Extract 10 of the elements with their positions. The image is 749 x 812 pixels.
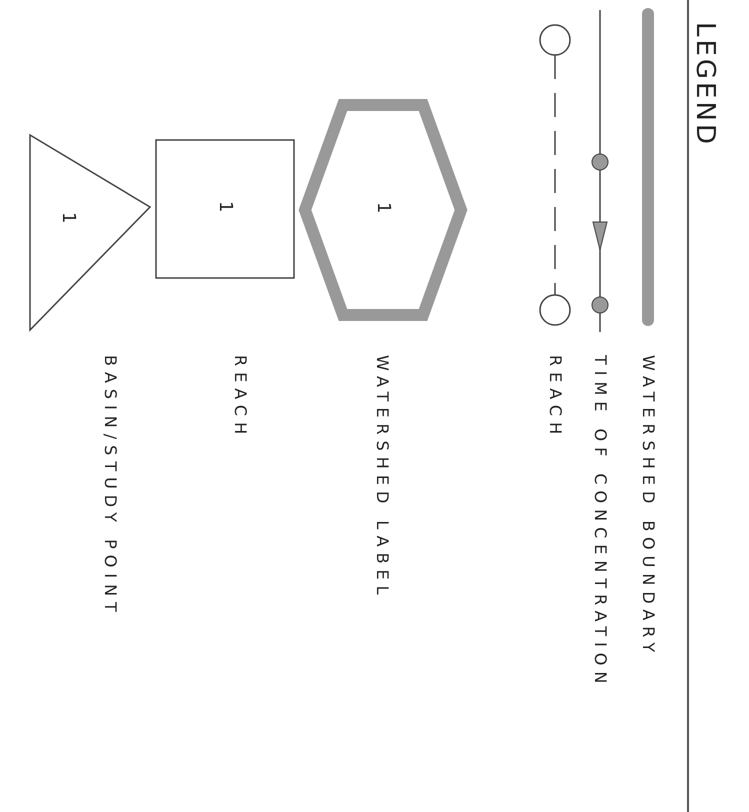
symbol-number: 1 — [215, 201, 235, 212]
legend-text: BASIN/STUDY POINT — [100, 355, 120, 618]
legend-title: LEGEND — [690, 22, 720, 147]
symbol-number: 1 — [58, 212, 78, 224]
legend-text: TIME OF CONCENTRATION — [590, 355, 610, 690]
legend-text: WATERSHED BOUNDARY — [638, 355, 658, 658]
symbol-number: 1 — [373, 202, 393, 214]
legend-text: REACH — [230, 355, 250, 440]
legend-text: REACH — [545, 355, 565, 440]
legend-text: WATERSHED LABEL — [372, 355, 392, 601]
